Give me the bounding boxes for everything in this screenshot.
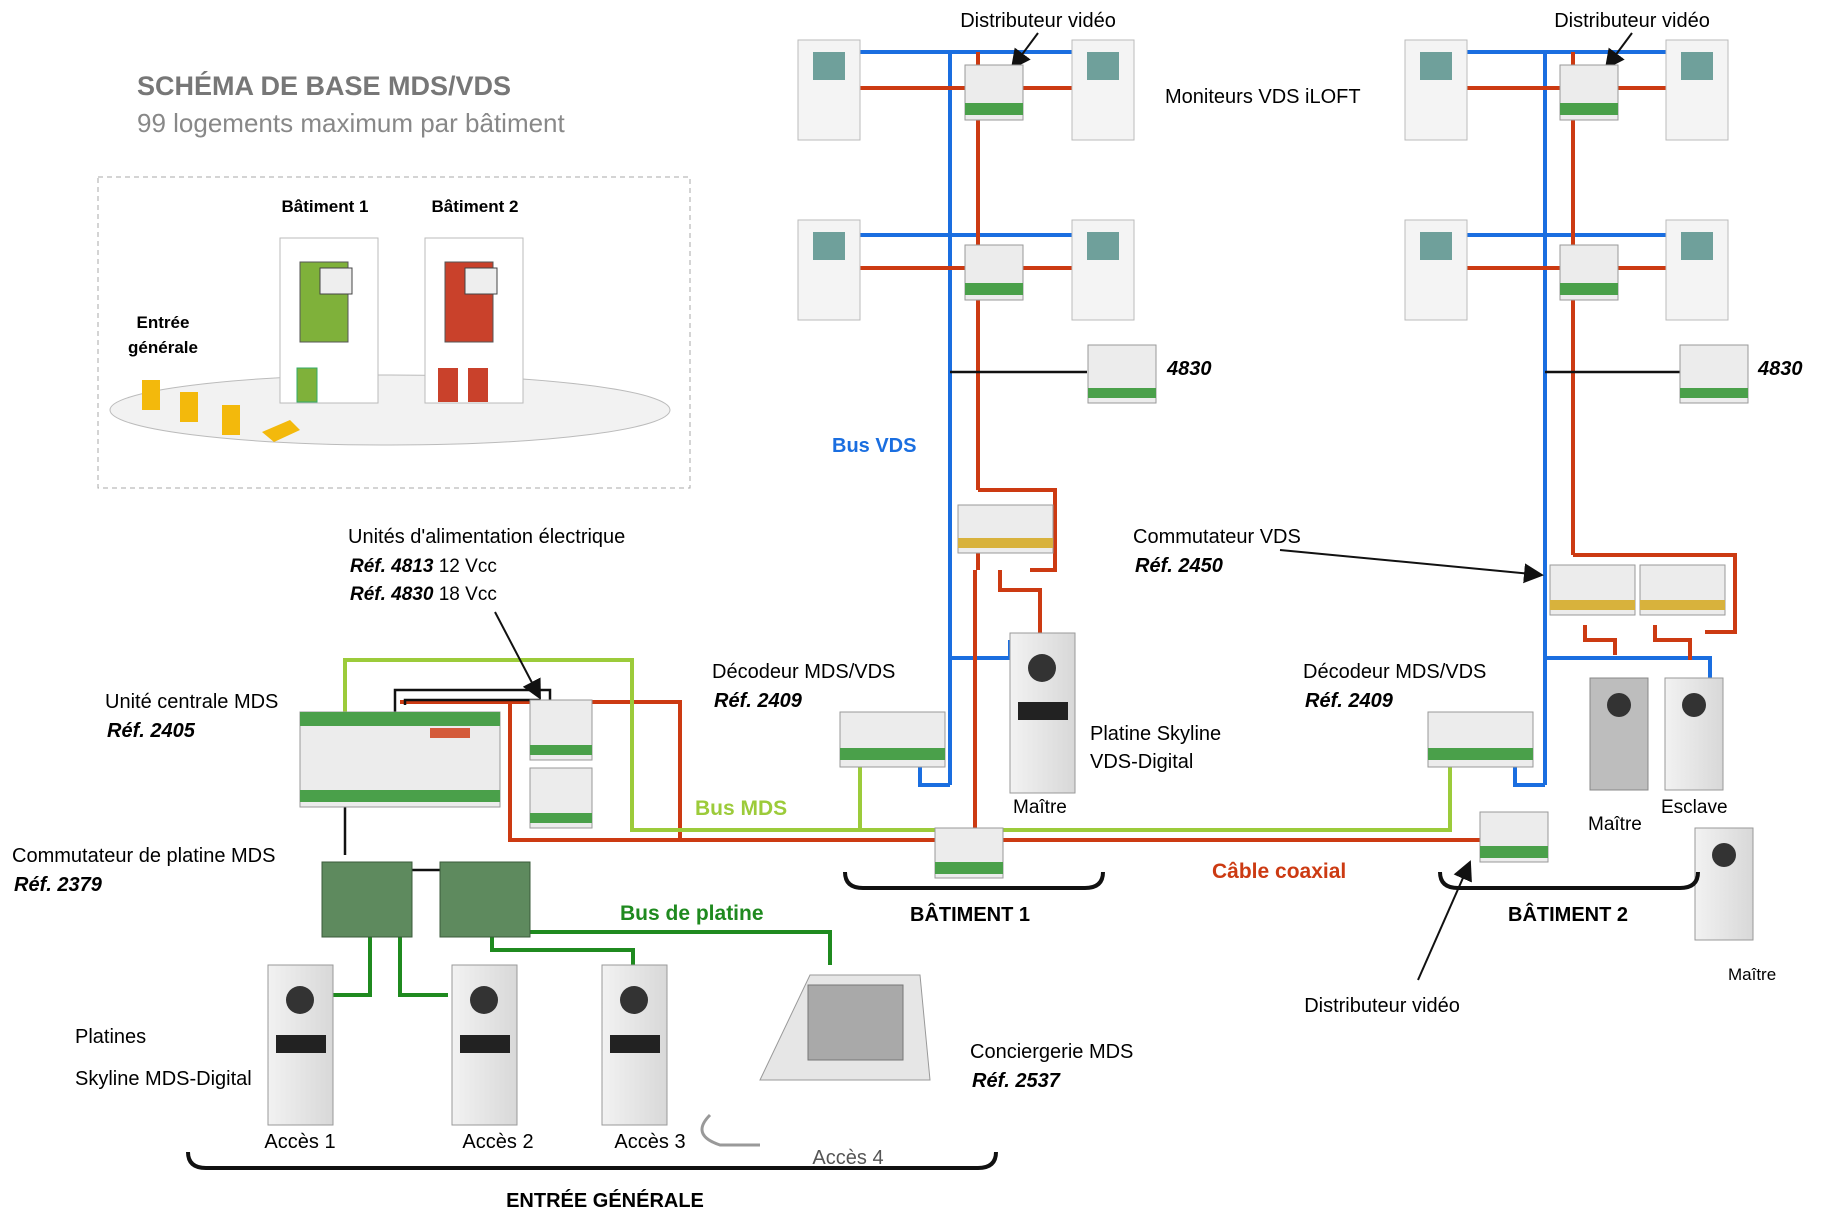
psu-ref-label: 4830: [1757, 358, 1803, 380]
inset-entry-label-2: générale: [128, 338, 198, 357]
video-distributor-icon: [964, 64, 1024, 121]
distributeur-video-label: Distributeur vidéo: [960, 10, 1116, 32]
power-supply-icon: [1087, 344, 1157, 404]
distributeur-video-label: Distributeur vidéo: [1554, 10, 1710, 32]
building-2-icon: [424, 237, 524, 404]
batiment-2-label: BÂTIMENT 2: [1508, 902, 1628, 926]
power-supply-icons: [529, 344, 1749, 829]
building-1-icon: [279, 237, 379, 404]
platines-label-2: Skyline MDS-Digital: [75, 1068, 252, 1090]
decoder-label: Décodeur MDS/VDS: [712, 661, 895, 683]
video-distributor-icon: [964, 244, 1024, 301]
alim-val-2: 18 Vcc: [433, 584, 496, 605]
inset-building-2-label: Bâtiment 2: [432, 197, 519, 216]
coax-label: Câble coaxial: [1212, 860, 1346, 883]
video-distributor-icon: [1559, 64, 1619, 121]
commutateur-vds-label: Commutateur VDS: [1133, 526, 1301, 548]
skyline-vds-label-1: Platine Skyline: [1090, 723, 1221, 745]
skyline-mds-panel-icon: [601, 964, 668, 1126]
decoder-label: Décodeur MDS/VDS: [1303, 661, 1486, 683]
bus-mds-wires: [343, 658, 1452, 832]
commutateur-vds-ref: Réf. 2450: [1135, 555, 1223, 577]
skyline-mds-panel-icon: [451, 964, 518, 1126]
skyline-mds-panel-icon: [267, 964, 334, 1126]
video-distributor-icon: [1479, 811, 1549, 863]
skyline-vds-label-2: VDS-Digital: [1090, 751, 1193, 773]
power-supply-icon: [529, 767, 593, 829]
bus-vds-wires: [860, 50, 1712, 787]
group-brackets: [186, 871, 1700, 1170]
batiment-1-label: BÂTIMENT 1: [910, 902, 1030, 926]
vds-monitors: [797, 39, 1729, 321]
monitor-icon: [797, 219, 861, 321]
inset-illustration: Bâtiment 1 Bâtiment 2 Entrée générale: [97, 176, 691, 489]
central-unit-label: Unité centrale MDS: [105, 691, 278, 713]
video-distributors: [934, 64, 1619, 879]
video-distributor-icon: [934, 827, 1004, 879]
vds-switch-icons: [957, 504, 1726, 616]
concierge-label: Conciergerie MDS: [970, 1041, 1133, 1063]
decoder-ref: Réf. 2409: [1305, 690, 1394, 712]
acces-4-label: Accès 4: [812, 1147, 883, 1169]
video-distributor-icon: [1559, 244, 1619, 301]
platines-label-1: Platines: [75, 1026, 146, 1048]
moniteurs-label: Moniteurs VDS iLOFT: [1165, 86, 1361, 108]
bus-vds-label: Bus VDS: [832, 435, 916, 457]
acces-2-label: Accès 2: [462, 1131, 533, 1153]
maitre-label: Maître: [1013, 797, 1067, 818]
alim-line-2: Réf. 4830 18 Vcc: [350, 584, 497, 605]
monitor-icon: [1071, 219, 1135, 321]
monitor-icon: [1071, 39, 1135, 141]
maitre-label: Maître: [1588, 814, 1642, 835]
alim-ref-1: Réf. 4813: [350, 556, 434, 577]
mds-panel-switch-icons: [321, 861, 531, 938]
distributeur-video-label: Distributeur vidéo: [1304, 995, 1460, 1017]
bus-mds-label: Bus MDS: [695, 797, 787, 820]
alim-ref-2: Réf. 4830: [350, 584, 434, 605]
decoder-ref: Réf. 2409: [714, 690, 803, 712]
mds-vds-decoder-icons: [839, 711, 1534, 768]
annotation-arrows: [494, 32, 1633, 981]
monitor-icon: [797, 39, 861, 141]
diagram-subtitle: 99 logements maximum par bâtiment: [137, 108, 566, 138]
vds-switch-icon: [1639, 564, 1726, 616]
mds-central-unit-icon: [299, 711, 501, 808]
door-panels: [267, 632, 1754, 1126]
monitor-icon: [1404, 39, 1468, 141]
inset-building-1-label: Bâtiment 1: [282, 197, 369, 216]
concierge-ref: Réf. 2537: [972, 1070, 1061, 1092]
psu-ref-label: 4830: [1166, 358, 1212, 380]
mds-switch-ref: Réf. 2379: [14, 874, 103, 896]
inset-entry-label-1: Entrée: [137, 313, 190, 332]
maitre-panel-icon: [1589, 677, 1649, 791]
acces-1-label: Accès 1: [264, 1131, 335, 1153]
central-unit-ref: Réf. 2405: [107, 720, 196, 742]
monitor-icon: [1665, 219, 1729, 321]
diagram-title: SCHÉMA DE BASE MDS/VDS: [137, 70, 511, 101]
power-supply-icon: [1679, 344, 1749, 404]
labels: Distributeur vidéo Distributeur vidéo Mo…: [12, 10, 1803, 1212]
esclave-label: Esclave: [1661, 797, 1728, 818]
concierge-console-icon: [700, 974, 931, 1147]
maitre-label: Maître: [1728, 965, 1776, 984]
alim-val-1: 12 Vcc: [433, 556, 496, 577]
maitre-panel-icon: [1694, 827, 1754, 941]
esclave-panel-icon: [1664, 677, 1724, 791]
entree-generale-label: ENTRÉE GÉNÉRALE: [506, 1189, 704, 1212]
monitor-icon: [1404, 219, 1468, 321]
alim-line-1: Réf. 4813 12 Vcc: [350, 556, 497, 577]
vds-switch-icon: [1549, 564, 1636, 616]
vds-switch-icon: [957, 504, 1054, 554]
decoder-icon: [1427, 711, 1534, 768]
acces-3-label: Accès 3: [614, 1131, 685, 1153]
alim-title: Unités d'alimentation électrique: [348, 526, 625, 548]
power-supply-icon: [529, 699, 593, 761]
skyline-vds-panel-icon: [1009, 632, 1076, 794]
bus-platine-label: Bus de platine: [620, 902, 764, 925]
monitor-icon: [1665, 39, 1729, 141]
mds-switch-label: Commutateur de platine MDS: [12, 845, 275, 867]
decoder-icon: [839, 711, 946, 768]
